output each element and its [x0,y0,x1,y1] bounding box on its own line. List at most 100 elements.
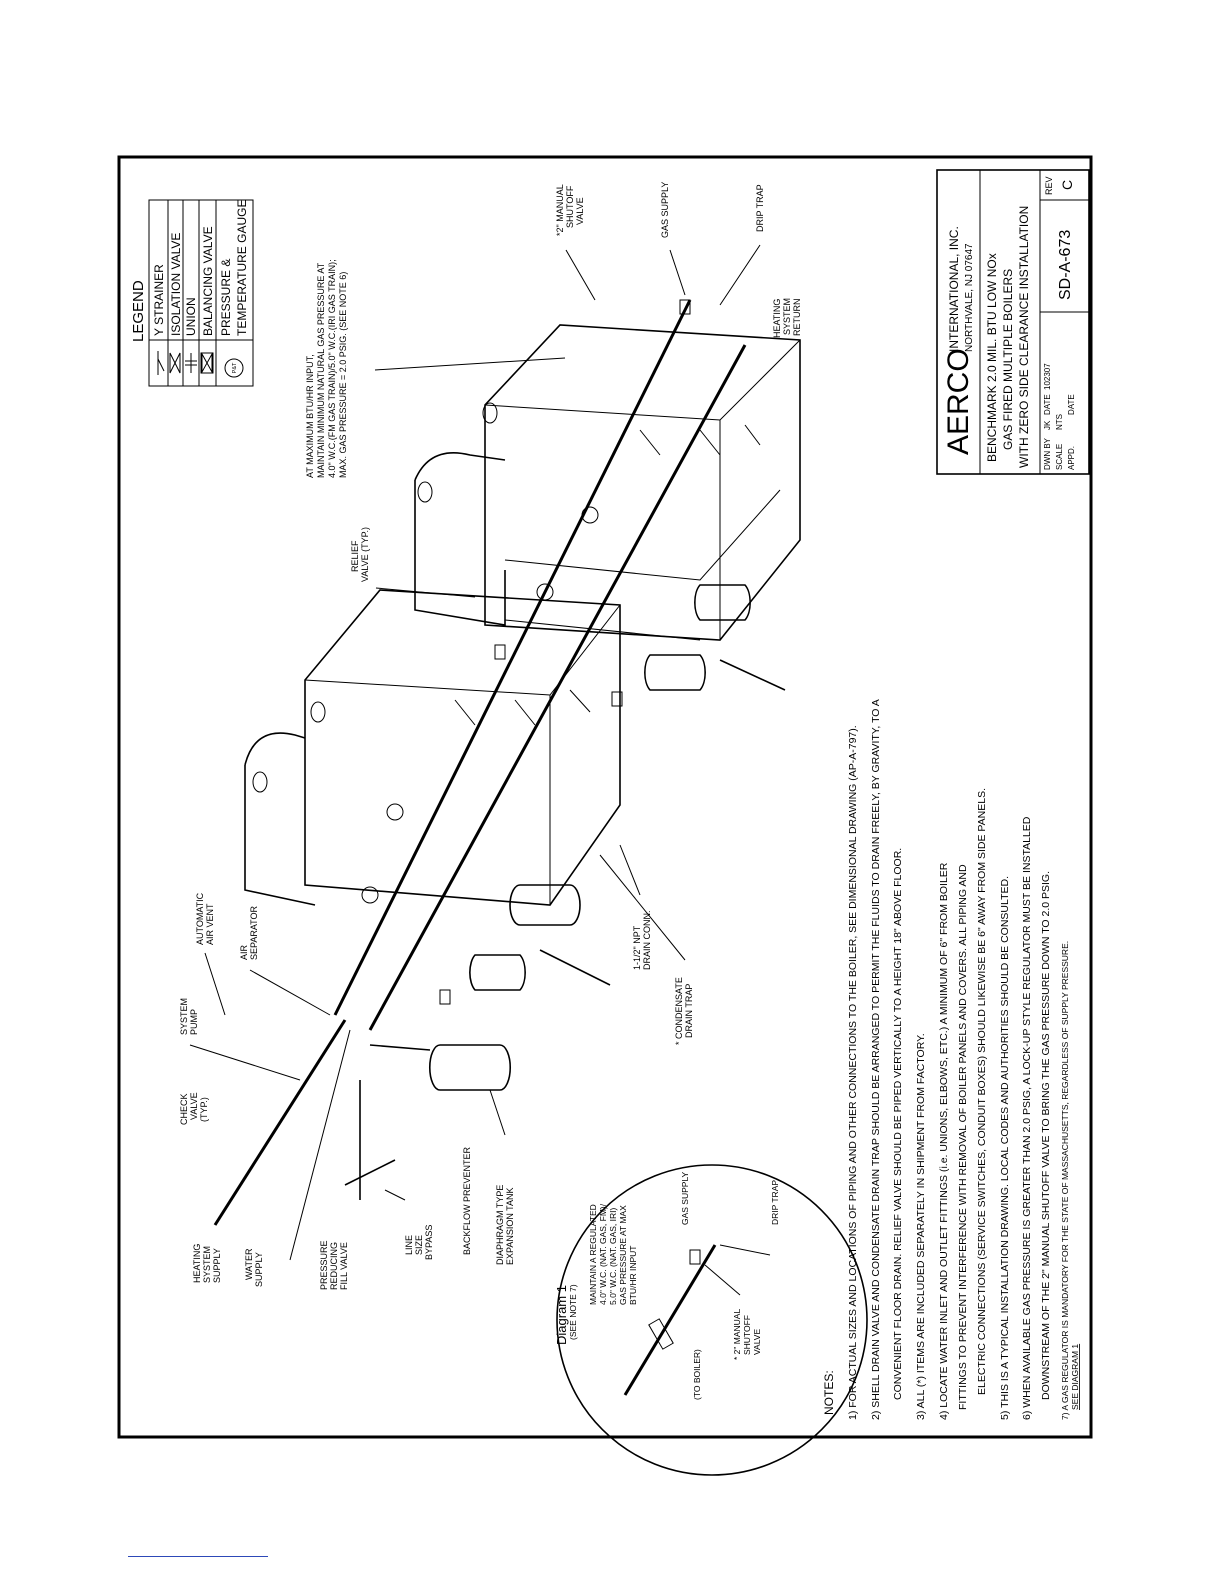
diagram-1-note-2: 4.0" W.C. (NAT. GAS, FM)/ [598,1203,608,1305]
note-2: 2) SHELL DRAIN VALVE AND CONDENSATE DRAI… [870,699,882,1420]
label-heating-supply-3: SUPPLY [212,1248,222,1283]
label-bypass-1: LINE [404,1235,414,1255]
label-bypass-3: BYPASS [424,1225,434,1260]
diagram-1-note-1: MAINTAIN A REGULATED [588,1204,598,1305]
label-prv-3: FILL VALVE [339,1242,349,1290]
drwn-label: DWN BY [1043,437,1052,470]
note-4: 4) LOCATE WATER INLET AND OUTLET FITTING… [938,862,950,1420]
label-manual-shutoff-1: *2" MANUAL [555,184,565,236]
legend-label-pt-1: PRESSURE & [219,259,233,336]
label-manual-shutoff-3: VALVE [575,197,585,225]
diagram-1-note-4: GAS PRESSURE AT MAX [618,1205,628,1305]
label-auto-air-vent-1: AUTOMATIC [195,892,205,945]
label-system-pump-2: PUMP [189,1009,199,1035]
drawing-border [117,155,1093,1439]
scale-label: SCALE [1055,444,1064,470]
label-expansion-tank-1: DIAPHRAGM TYPE [495,1185,505,1265]
label-gas-supply: GAS SUPPLY [660,182,670,238]
legend: LEGEND P&T Y STRAINER ISOLATION VALVE UN… [130,199,254,387]
note-2b: CONVENIENT FLOOR DRAIN. RELIEF VALVE SHO… [892,848,904,1400]
label-water-supply-1: WATER [244,1248,254,1280]
label-expansion-tank-2: EXPANSION TANK [505,1187,515,1265]
union-icon [185,353,197,373]
legend-label-isolation: ISOLATION VALVE [169,233,183,336]
boiler-left-pair [244,589,621,906]
label-heating-return-3: RETURN [792,299,802,337]
diagram-1-inset: Diagram 1 (SEE NOTE 7) MAINTAIN A REGULA… [554,1164,868,1476]
drwn-value: JK [1043,420,1052,430]
label-backflow: BACKFLOW PREVENTER [462,1146,472,1255]
title-block: AERCO INTERNATIONAL, INC. NORTHVALE, NJ … [936,169,1090,475]
condensate-cylinders [469,584,786,991]
label-heating-return-1: HEATING [772,299,782,338]
legend-label-union: UNION [184,297,198,336]
label-drain-conn-1: 1-1/2" NPT [632,925,642,970]
appd-date-label: DATE [1067,394,1076,415]
label-condensate-trap-1: * CONDENSATE [674,977,684,1045]
desc-line3: WITH ZERO SIDE CLEARANCE INSTALLATION [1017,206,1031,468]
diagram-1-drip-trap: DRIP TRAP [770,1180,780,1225]
diagram-1-title: Diagram 1 [554,1285,569,1345]
note-5: 5) THIS IS A TYPICAL INSTALLATION DRAWIN… [999,876,1011,1420]
label-heating-supply-2: SYSTEM [202,1246,212,1283]
appd-label: APPD. [1067,446,1076,470]
note-6: 6) WHEN AVAILABLE GAS PRESSURE IS GREATE… [1021,816,1033,1420]
diagram-labels: *2" MANUAL SHUTOFF VALVE GAS SUPPLY DRIP… [179,182,802,1290]
label-system-pump-1: SYSTEM [179,998,189,1035]
pt-gauge-2 [386,803,404,821]
company-line2: NORTHVALE, NJ 07647 [964,243,975,352]
diagram-1-subtitle: (SEE NOTE 7) [568,1284,578,1340]
boiler-right-pair [414,324,801,641]
legend-label-pt-2: TEMPERATURE GAUGE [235,200,249,336]
svg-text:P&T: P&T [232,362,238,373]
note-4b: FITTINGS TO PREVENT INTERFERENCE WITH RE… [957,864,969,1410]
gas-valves [439,299,691,1005]
notes-title: NOTES: [822,1370,836,1415]
label-heating-supply-1: HEATING [192,1244,202,1283]
company-line1: INTERNATIONAL, INC. [947,226,961,352]
expansion-tank [428,1044,512,1091]
diagram-1-to-boiler: (TO BOILER) [692,1349,702,1400]
svg-text:4.0" W.C.(FM GAS TRAIN)/5.0" W: 4.0" W.C.(FM GAS TRAIN)/5.0" W.C.(IRI GA… [327,259,337,478]
svg-text:MAX. GAS PRESSURE = 2.0 PSIG.: MAX. GAS PRESSURE = 2.0 PSIG. (SEE NOTE … [338,272,348,478]
label-check-valve-1: CHECK [179,1093,189,1125]
diagram-1-gas-supply: GAS SUPPLY [680,1171,690,1225]
rev-value: C [1059,180,1075,190]
note-4c: ELECTRIC CONNECTIONS (SERVICE SWITCHES, … [976,788,988,1395]
label-prv-1: PRESSURE [319,1240,329,1290]
label-auto-air-vent-2: AIR VENT [205,903,215,945]
isolation-valve-icon [169,352,181,374]
note-3: 3) ALL (*) ITEMS ARE INCLUDED SEPARATELY… [915,1033,927,1420]
date-label: DATE [1043,394,1052,415]
note-6b: DOWNSTREAM OF THE 2" MANUAL SHUTOFF VALV… [1040,871,1052,1400]
label-check-valve-3: (TYP.) [199,1097,209,1122]
main-piping [213,299,747,1261]
scale-value: NTS [1055,414,1064,430]
note-7: 7) A GAS REGULATOR IS MANDATORY FOR THE … [1060,941,1070,1420]
label-air-separator-2: SEPARATOR [249,905,259,960]
svg-text:MAINTAIN MINIMUM NATURAL GAS P: MAINTAIN MINIMUM NATURAL GAS PRESSURE AT [316,262,326,478]
label-relief-valve-1: RELIEF [350,540,360,572]
pt-gauge-icon: P&T [224,358,244,378]
label-water-supply-2: SUPPLY [254,1252,264,1287]
diagram-1-note-3: 5.0" W.C. (NAT. GAS, IRI) [608,1208,618,1305]
desc-line2: GAS FIRED MULTIPLE BOILERS [1001,269,1015,450]
label-condensate-trap-2: DRAIN TRAP [684,984,694,1038]
pt-gauge-3 [536,583,554,601]
label-relief-valve-2: VALVE (TYP.) [360,527,370,582]
diagram-1-shutoff-3: VALVE [752,1329,762,1355]
date-value: 102307 [1043,363,1052,390]
diagram-1-note-5: BTU/HR INPUT [628,1246,638,1306]
note-7-ref: SEE DIAGRAM 1 [1070,1344,1080,1410]
legend-title: LEGEND [130,280,147,342]
company-name: AERCO [942,348,975,455]
label-prv-2: REDUCING [329,1242,339,1290]
label-manual-shutoff-2: SHUTOFF [565,185,575,228]
desc-line1: BENCHMARK 2.0 MIL. BTU LOW NOx [985,253,999,462]
label-air-separator-1: AIR [239,944,249,960]
label-drain-conn-2: DRAIN CONN. [642,910,652,970]
note-1: 1) FOR ACTUAL SIZES AND LOCATIONS OF PIP… [847,725,859,1420]
pt-gauges [361,506,599,904]
